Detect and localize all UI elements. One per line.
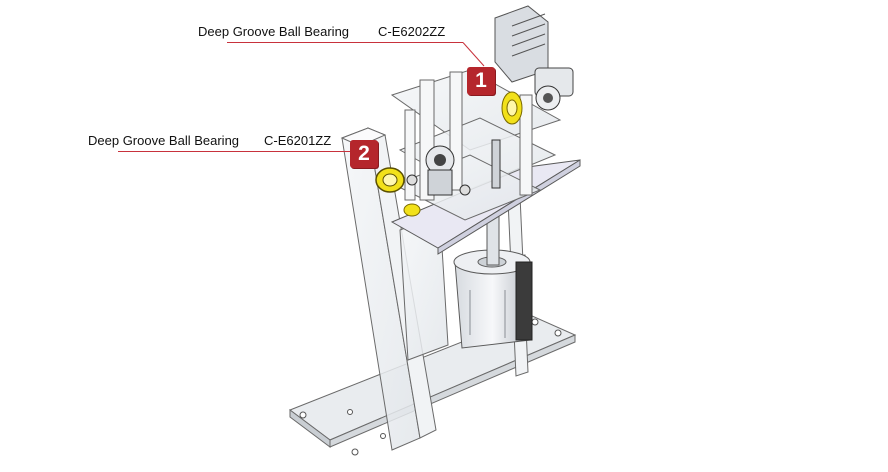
callout-1-leader-line bbox=[227, 42, 463, 43]
callout-1-part-number: C-E6202ZZ bbox=[378, 24, 446, 39]
air-cylinder bbox=[453, 214, 533, 349]
upper-mechanism bbox=[390, 5, 574, 221]
callout-2-leader-line bbox=[118, 151, 350, 152]
callout-2-name: Deep Groove Ball Bearing bbox=[88, 133, 240, 148]
callout-2-badge: 2 bbox=[350, 140, 378, 168]
callout-1-name: Deep Groove Ball Bearing bbox=[198, 24, 350, 39]
callout-1-badge: 1 bbox=[467, 67, 495, 95]
bearing-2 bbox=[375, 167, 405, 193]
bearing-3 bbox=[403, 203, 421, 217]
callout-2-part-number: C-E6201ZZ bbox=[264, 133, 332, 148]
bearing-1 bbox=[501, 91, 523, 125]
